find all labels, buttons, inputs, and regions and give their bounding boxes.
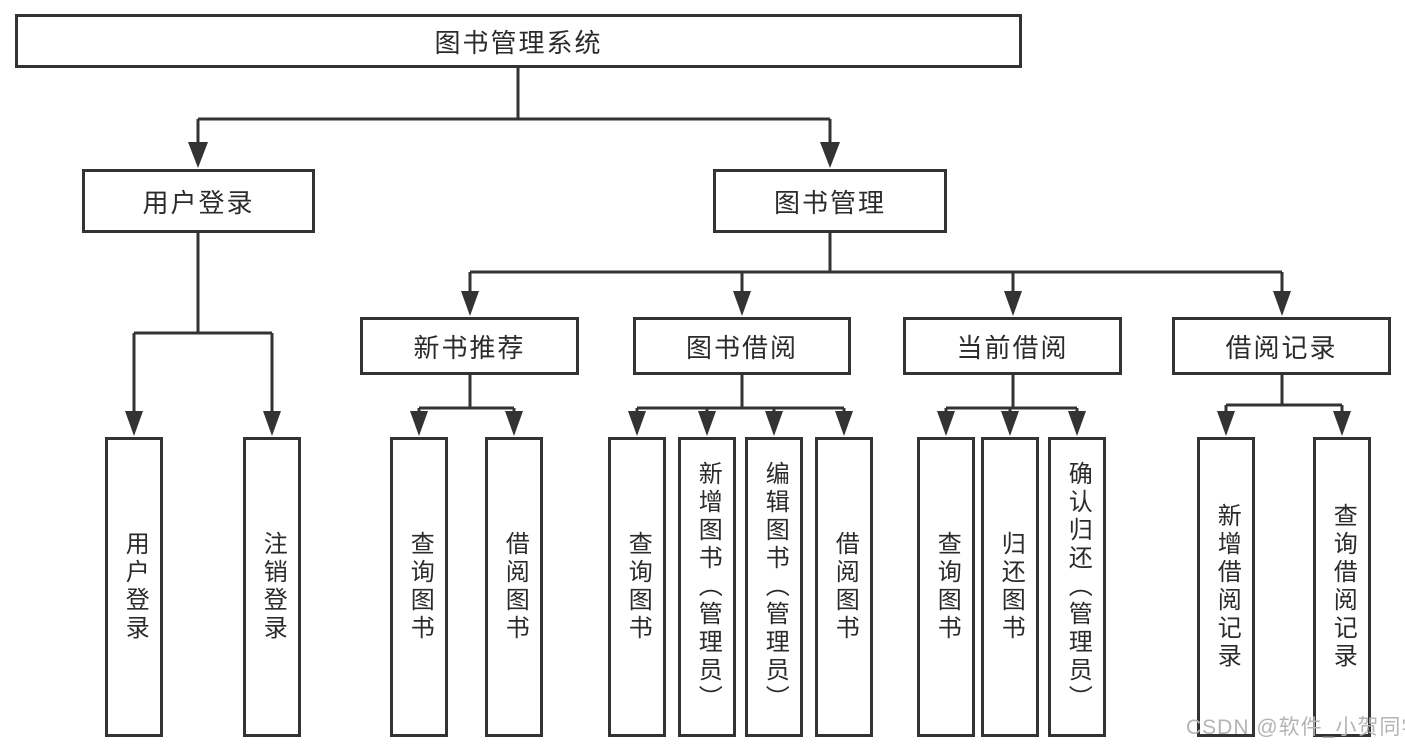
node-label: 图书管理 [773, 187, 886, 218]
node-edit-books-admin: 编辑图书（管理员） [745, 437, 803, 737]
arrowhead-icon [505, 411, 523, 436]
node-logout: 注销登录 [243, 437, 301, 737]
arrowhead-icon [733, 291, 751, 316]
node-add-borrow-record: 新增借阅记录 [1197, 437, 1255, 737]
node-label: 借阅图书 [831, 531, 859, 643]
arrowhead-icon [1004, 291, 1022, 316]
arrowhead-icon [188, 142, 208, 168]
node-label: 查询借阅记录 [1329, 503, 1357, 671]
arrowhead-icon [698, 411, 716, 436]
arrowhead-icon [1001, 411, 1019, 436]
node-label: 查询图书 [624, 531, 652, 643]
connector-root-to-level2 [196, 68, 832, 145]
connector-current-borrow-children [944, 375, 1079, 413]
node-label: 归还图书 [997, 531, 1025, 643]
node-query-books-recommend: 查询图书 [390, 437, 448, 737]
arrowhead-icon [1273, 291, 1291, 316]
connector-book-borrow-children [635, 375, 846, 413]
node-label: 当前借阅 [956, 332, 1069, 363]
node-query-books-borrow: 查询图书 [608, 437, 666, 737]
node-current-borrow: 当前借阅 [903, 317, 1122, 375]
connector-book-management-children [468, 233, 1284, 293]
arrowhead-icon [263, 411, 281, 436]
arrowhead-icon [937, 411, 955, 436]
node-return-books: 归还图书 [981, 437, 1039, 737]
node-label: 注销登录 [259, 531, 287, 643]
arrowhead-icon [1333, 411, 1351, 436]
connector-user-login-children [132, 233, 274, 413]
node-borrow-books-recommend: 借阅图书 [485, 437, 543, 737]
node-label: 新增图书（管理员） [694, 461, 722, 713]
arrowhead-icon [1068, 411, 1086, 436]
node-label: 借阅记录 [1225, 332, 1338, 363]
arrowhead-icon [820, 142, 840, 168]
node-label: 查询图书 [933, 531, 961, 643]
arrowhead-icon [765, 411, 783, 436]
node-add-books-admin: 新增图书（管理员） [678, 437, 736, 737]
node-label: 图书管理系统 [434, 27, 603, 58]
arrowhead-icon [628, 411, 646, 436]
node-new-book-recommend: 新书推荐 [360, 317, 579, 375]
node-library-system: 图书管理系统 [15, 14, 1022, 68]
watermark: CSDN @软件_小贺同学 [1186, 716, 1405, 739]
arrowhead-icon [835, 411, 853, 436]
node-label: 查询图书 [406, 531, 434, 643]
node-label: 用户登录 [121, 531, 149, 643]
node-book-management: 图书管理 [713, 169, 947, 233]
arrowhead-icon [1217, 411, 1235, 436]
node-label: 编辑图书（管理员） [761, 461, 789, 713]
node-label: 用户登录 [142, 187, 255, 218]
node-label: 新书推荐 [413, 332, 526, 363]
node-borrow-records: 借阅记录 [1172, 317, 1391, 375]
node-user-login: 用户登录 [82, 169, 315, 233]
node-label: 确认归还（管理员） [1064, 461, 1092, 713]
node-label: 图书借阅 [685, 332, 798, 363]
node-confirm-return-admin: 确认归还（管理员） [1048, 437, 1106, 737]
node-label: 借阅图书 [501, 531, 529, 643]
connector-new-book-recommend-children [417, 375, 516, 413]
node-book-borrow: 图书借阅 [633, 317, 851, 375]
arrowhead-icon [410, 411, 428, 436]
connector-borrow-records-children [1224, 375, 1344, 413]
node-borrow-books: 借阅图书 [815, 437, 873, 737]
node-query-borrow-record: 查询借阅记录 [1313, 437, 1371, 737]
node-login: 用户登录 [105, 437, 163, 737]
node-query-books-current: 查询图书 [917, 437, 975, 737]
arrowhead-icon [461, 291, 479, 316]
node-label: 新增借阅记录 [1213, 503, 1241, 671]
arrowhead-icon [125, 411, 143, 436]
